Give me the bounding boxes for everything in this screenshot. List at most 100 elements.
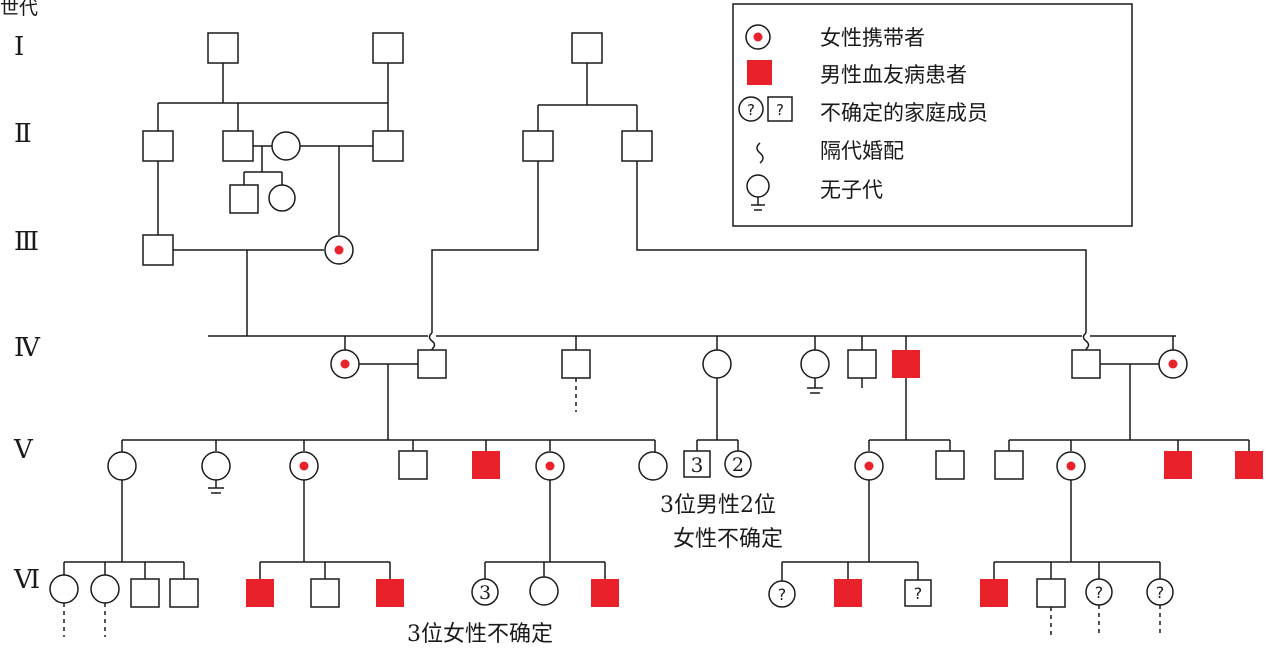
gen6-affected-male-1 bbox=[246, 579, 274, 607]
legend-uncertain-female-mark: ? bbox=[747, 101, 755, 119]
gen5-male-group bbox=[683, 450, 711, 478]
cousin-marriage-crossings bbox=[428, 332, 1090, 350]
gen6-male-2 bbox=[169, 578, 199, 608]
gen4-male-4 bbox=[1071, 349, 1101, 379]
gen6-female-3 bbox=[529, 576, 559, 606]
generation-label-6: Ⅵ bbox=[13, 565, 40, 595]
legend-carrier-dot bbox=[753, 32, 763, 42]
gen6-male-1 bbox=[130, 578, 160, 608]
gen6-sibship-2 bbox=[259, 561, 391, 579]
gen4-male-1 bbox=[417, 349, 447, 379]
gen6-affected-male-4 bbox=[834, 579, 862, 607]
gen2-descent-lines bbox=[157, 146, 340, 235]
gen5-note-line-2: 女性不确定 bbox=[673, 527, 783, 552]
gen5-note-line-1: 3位男性2位 bbox=[660, 493, 776, 518]
gen4-male-3 bbox=[847, 349, 877, 379]
gen5-sibship-3 bbox=[868, 439, 951, 451]
gen5-affected-male-3 bbox=[1235, 451, 1263, 479]
gen6-affected-male-2 bbox=[376, 579, 404, 607]
gen4-carrier-dot-2 bbox=[1168, 359, 1178, 369]
legend-uncertain-male-mark: ? bbox=[776, 101, 784, 119]
gen1-family-lines-left bbox=[157, 63, 389, 131]
generation-label-4: Ⅳ bbox=[14, 333, 41, 363]
generation-header: 世代 bbox=[0, 0, 38, 19]
cousin-line-right bbox=[636, 161, 1087, 333]
gen6-female-group bbox=[471, 578, 499, 606]
legend-cousin-marriage-symbol bbox=[756, 142, 764, 164]
gen2-male-4 bbox=[522, 130, 554, 162]
gen6-affected-male-5 bbox=[980, 579, 1008, 607]
gen5-female-count: 2 bbox=[732, 454, 744, 476]
legend-box bbox=[732, 3, 1133, 227]
gen5-sibship-1 bbox=[121, 439, 656, 453]
gen6-affected-male-3 bbox=[591, 579, 619, 607]
legend-no-offspring-label: 无子代 bbox=[820, 178, 883, 202]
gen2-male-1 bbox=[142, 130, 174, 162]
legend-uncertain-female-symbol bbox=[738, 96, 764, 122]
gen6-sibship-5 bbox=[993, 561, 1161, 579]
legend: 女性携带者 男性血友病患者 ? ? 不确定的家庭成员 隔代婚配 无子代 bbox=[732, 3, 1133, 227]
gen5-female-no-offspring bbox=[201, 451, 231, 481]
gen6-note: 3位女性不确定 bbox=[407, 622, 553, 647]
legend-uncertain-label: 不确定的家庭成员 bbox=[820, 101, 988, 125]
gen2-child-male bbox=[229, 184, 259, 214]
gen6-female-count: 3 bbox=[479, 582, 491, 604]
legend-cousin-marriage-label: 隔代婚配 bbox=[820, 139, 904, 163]
gen2-male-2 bbox=[222, 130, 254, 162]
gen2-children-lines bbox=[243, 146, 283, 185]
gen6-uncertain-mark-1: ? bbox=[778, 585, 787, 604]
gen5-affected-male-2 bbox=[1164, 451, 1192, 479]
generation-label-2: Ⅱ bbox=[14, 119, 32, 149]
gen4-carrier-dot-1 bbox=[340, 359, 350, 369]
gen5-male-count: 3 bbox=[691, 453, 704, 477]
gen5-carrier-dot-4 bbox=[1066, 461, 1076, 471]
gen2-male-5 bbox=[621, 130, 653, 162]
generation-label-5: Ⅴ bbox=[13, 435, 34, 465]
gen1-male-1 bbox=[207, 32, 239, 64]
cousin-line-left bbox=[431, 161, 539, 333]
gen6-uncertain-male-1 bbox=[904, 579, 932, 607]
gen6-female-1 bbox=[49, 574, 79, 604]
gen2-child-female bbox=[268, 184, 296, 212]
gen6-uncertain-mark-3: ? bbox=[1095, 583, 1104, 602]
gen5-sibship-2 bbox=[696, 439, 739, 451]
legend-uncertain-male-symbol bbox=[767, 96, 793, 122]
gen5-carrier-dot-2 bbox=[545, 461, 555, 471]
gen3-carrier-dot bbox=[334, 245, 344, 255]
gen6-sibship-4 bbox=[781, 561, 919, 581]
legend-no-offspring-mark bbox=[751, 197, 765, 211]
gen1-male-2 bbox=[372, 32, 404, 64]
gen5-no-offspring-mark bbox=[208, 480, 224, 494]
gen5-female-group bbox=[724, 450, 752, 478]
gen5-male-2 bbox=[935, 450, 965, 480]
gen5-carrier-dot-1 bbox=[299, 461, 309, 471]
gen1-male-3 bbox=[571, 32, 603, 64]
gen6-male-4 bbox=[1036, 578, 1066, 608]
generation-label-1: Ⅰ bbox=[14, 32, 24, 62]
gen6-uncertain-female-1 bbox=[768, 580, 796, 608]
gen4-no-offspring-mark bbox=[807, 378, 823, 394]
gen2-female-1 bbox=[271, 131, 301, 161]
gen5-female-1 bbox=[107, 451, 137, 481]
gen4-drop-lines bbox=[344, 336, 1174, 350]
gen6-sibship-3 bbox=[484, 561, 606, 579]
gen4-female-1 bbox=[702, 349, 732, 379]
legend-affected-male-symbol bbox=[747, 60, 772, 85]
gen6-uncertain-mark-2: ? bbox=[914, 584, 923, 603]
gen5-affected-male-1 bbox=[472, 451, 500, 479]
gen5-male-1 bbox=[398, 450, 428, 480]
legend-no-offspring-circle bbox=[746, 174, 770, 198]
gen2-male-3 bbox=[372, 130, 404, 162]
gen4-male-2 bbox=[561, 349, 591, 379]
gen6-uncertain-mark-4: ? bbox=[1156, 583, 1165, 602]
gen5-carrier-dot-3 bbox=[864, 461, 874, 471]
gen6-female-2 bbox=[90, 574, 120, 604]
gen6-sibship-1 bbox=[63, 561, 185, 579]
gen4-affected-male bbox=[892, 350, 920, 378]
generation-label-3: Ⅲ bbox=[14, 227, 39, 257]
gen1-family-lines-right bbox=[537, 63, 638, 131]
legend-carrier-label: 女性携带者 bbox=[820, 26, 925, 50]
legend-affected-male-label: 男性血友病患者 bbox=[820, 63, 967, 87]
